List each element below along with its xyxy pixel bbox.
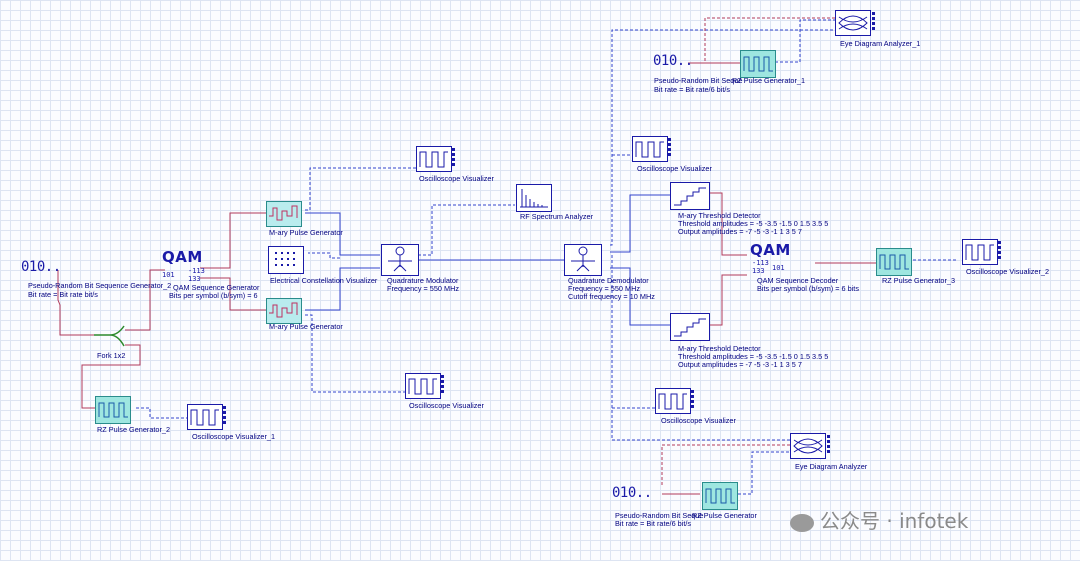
oscilloscope-2-icon[interactable] (962, 239, 1001, 265)
prbs-param: Bit rate = Bit rate/6 bit/s (615, 519, 692, 528)
rf-spectrum-analyzer-icon[interactable] (516, 184, 552, 212)
oscilloscope-top-name: Oscilloscope Visualizer (419, 174, 494, 183)
qam-generator-name: QAM Sequence Generator (173, 283, 260, 292)
rz-pulse-generator-2[interactable] (95, 396, 131, 424)
prbs-2-name: Pseudo-Random Bit Sequence Generator_2 (28, 281, 172, 290)
qam-decoder-param: Bits per symbol (b/sym) = 6 bits (757, 284, 859, 293)
oscilloscope-bottom-icon[interactable] (405, 373, 444, 399)
qam-decoder-icon[interactable]: QAM (750, 241, 791, 259)
qam-generator-sub-bot: 133 (188, 275, 201, 283)
prbs-1-icon[interactable]: 010.. (653, 53, 693, 69)
fork-icon[interactable] (92, 322, 128, 350)
mary-pulse-generator-top-name: M-ary Pulse Generator (269, 228, 343, 237)
quadrature-modulator-name: Quadrature Modulator (387, 276, 459, 285)
oscilloscope-low-name: Oscilloscope Visualizer (661, 416, 736, 425)
prbs-1-name: Pseudo-Random Bit Seque (654, 76, 743, 85)
rz-pulse-generator-3-name: RZ Pulse Generator_3 (882, 276, 956, 285)
qam-generator-sub-mid: 101 (162, 271, 175, 279)
watermark: 公众号 · infotek (790, 505, 968, 534)
quadrature-demodulator-frequency: Frequency = 550 MHz (568, 284, 640, 293)
rz-pulse-generator-1[interactable] (740, 50, 776, 78)
oscilloscope-low-icon[interactable] (655, 388, 694, 414)
qam-decoder-name: QAM Sequence Decoder (757, 276, 839, 285)
quadrature-modulator-icon[interactable] (381, 244, 419, 276)
eye-diagram-name: Eye Diagram Analyzer (795, 462, 868, 471)
quadrature-demodulator-cutoff: Cutoff frequency = 10 MHz (568, 292, 655, 301)
rz-pulse-generator-2-name: RZ Pulse Generator_2 (97, 425, 171, 434)
qam-generator-icon[interactable]: QAM (162, 248, 203, 266)
rz-pulse-generator[interactable] (702, 482, 738, 510)
threshold-detector-bottom-outputs: Output amplitudes = -7 -5 -3 -1 1 3 5 7 (678, 360, 802, 369)
oscilloscope-top-icon[interactable] (416, 146, 455, 172)
qam-generator-sub-top: -113 (188, 267, 205, 275)
oscilloscope-1-icon[interactable] (187, 404, 226, 430)
rz-pulse-generator-name: RZ Pulse Generator (692, 511, 757, 520)
prbs-icon[interactable]: 010.. (612, 485, 652, 501)
threshold-detector-top-thresholds: Threshold amplitudes = -5 -3.5 -1.5 0 1.… (678, 219, 829, 228)
qam-decoder-sub-bot: 133 (752, 267, 765, 275)
oscilloscope-bottom-name: Oscilloscope Visualizer (409, 401, 484, 410)
threshold-detector-bottom-icon[interactable] (670, 313, 710, 341)
wechat-icon (790, 513, 814, 532)
mary-pulse-generator-top[interactable] (266, 201, 302, 227)
rf-spectrum-analyzer-name: RF Spectrum Analyzer (520, 212, 593, 221)
threshold-detector-top-name: M-ary Threshold Detector (678, 211, 761, 220)
qam-generator-param: Bits per symbol (b/sym) = 6 (169, 291, 258, 300)
constellation-visualizer-name: Electrical Constellation Visualizer (270, 276, 378, 285)
fork-name: Fork 1x2 (97, 351, 126, 360)
qam-decoder-sub-top: -113 (752, 259, 769, 267)
oscilloscope-mid-name: Oscilloscope Visualizer (637, 164, 712, 173)
quadrature-modulator-param: Frequency = 550 MHz (387, 284, 459, 293)
rz-pulse-generator-3[interactable] (876, 248, 912, 276)
threshold-detector-bottom-thresholds: Threshold amplitudes = -5 -3.5 -1.5 0 1.… (678, 352, 829, 361)
prbs-name: Pseudo-Random Bit Seque (615, 511, 704, 520)
mary-pulse-generator-bottom[interactable] (266, 298, 302, 324)
eye-diagram-1-icon[interactable] (835, 10, 875, 36)
oscilloscope-2-name: Oscilloscope Visualizer_2 (966, 267, 1050, 276)
prbs-2-param: Bit rate = Bit rate bit/s (28, 290, 98, 299)
prbs-2-icon[interactable]: 010.. (21, 259, 61, 275)
oscilloscope-1-name: Oscilloscope Visualizer_1 (192, 432, 276, 441)
rz-pulse-generator-1-name: RZ Pulse Generator_1 (732, 76, 806, 85)
mary-pulse-generator-bottom-name: M-ary Pulse Generator (269, 322, 343, 331)
oscilloscope-mid-icon[interactable] (632, 136, 671, 162)
threshold-detector-top-icon[interactable] (670, 182, 710, 210)
qam-decoder-sub-mid: 101 (772, 264, 785, 272)
prbs-1-param: Bit rate = Bit rate/6 bit/s (654, 85, 731, 94)
constellation-visualizer-icon[interactable] (268, 246, 304, 274)
quadrature-demodulator-icon[interactable] (564, 244, 602, 276)
watermark-text: 公众号 · infotek (820, 509, 969, 533)
quadrature-demodulator-name: Quadrature Demodulator (568, 276, 649, 285)
threshold-detector-bottom-name: M-ary Threshold Detector (678, 344, 761, 353)
eye-diagram-icon[interactable] (790, 433, 830, 459)
eye-diagram-1-name: Eye Diagram Analyzer_1 (840, 39, 921, 48)
threshold-detector-top-outputs: Output amplitudes = -7 -5 -3 -1 1 3 5 7 (678, 227, 802, 236)
